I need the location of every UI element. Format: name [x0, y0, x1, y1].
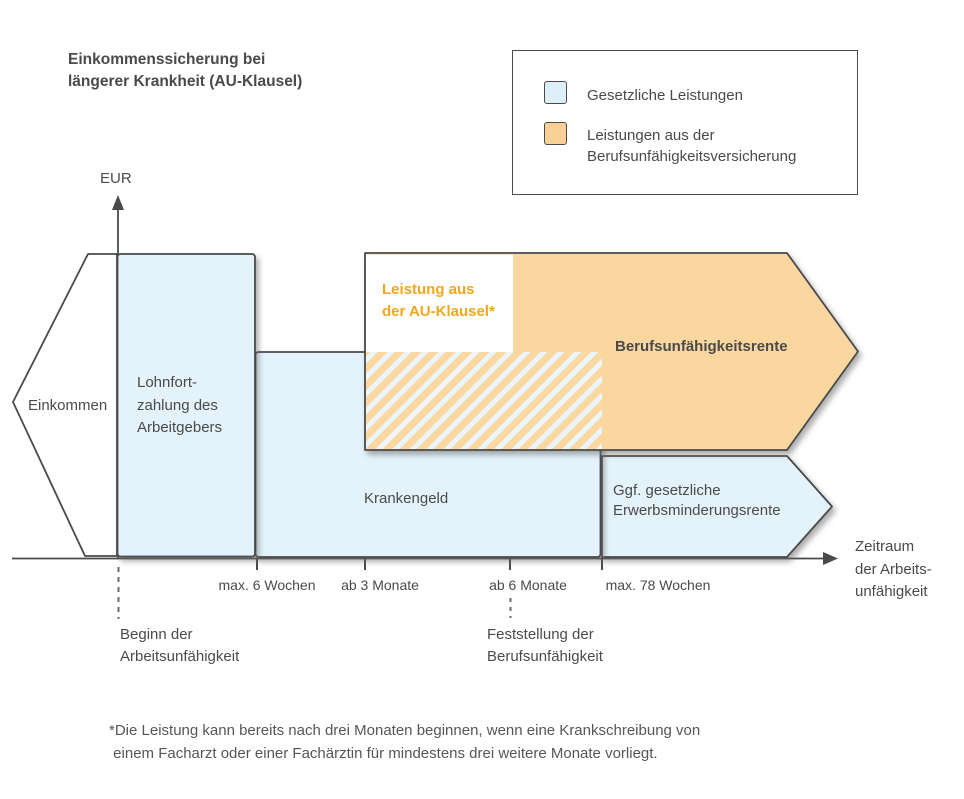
- einkommen-label: Einkommen: [28, 397, 108, 414]
- axis-ticks: [256, 559, 603, 570]
- y-axis-label: EUR: [100, 170, 132, 187]
- feststellung-annotation: Feststellung der Berufsunfähigkeit: [487, 626, 603, 665]
- legend-label-insurance: Leistungen aus der Berufsunfähigkeitsver…: [587, 127, 797, 165]
- berufsunfaehigkeitsrente-label: Berufsunfähigkeitsrente: [615, 338, 788, 355]
- erwerbsminderungsrente-label: Ggf. gesetzliche Erwerbsminderungsrente: [613, 482, 781, 519]
- legend-box: Gesetzliche Leistungen Leistungen aus de…: [512, 50, 858, 195]
- x-axis: [12, 552, 838, 565]
- berufsunfaehigkeitsrente-shape: [364, 252, 859, 451]
- legend-swatch-insurance: [544, 122, 567, 145]
- legend-swatch-statutory: [544, 81, 567, 104]
- erwerbsminderungsrente-shape: [601, 455, 833, 558]
- tick-label-6-monate: ab 6 Monate: [489, 577, 567, 593]
- krankengeld-label: Krankengeld: [364, 490, 449, 507]
- lohnfortzahlung-shape: [116, 253, 256, 558]
- tick-label-3-monate: ab 3 Monate: [341, 577, 419, 593]
- au-klausel-label: Leistung aus der AU-Klausel*: [382, 281, 495, 320]
- y-axis-arrowhead: [112, 195, 124, 210]
- au-klausel-white-zone: [366, 254, 513, 352]
- page-title: Einkommenssicherung bei längerer Krankhe…: [68, 51, 303, 90]
- x-axis-arrowhead: [823, 552, 838, 565]
- tick-label-78-wochen: max. 78 Wochen: [605, 577, 711, 593]
- legend-label-statutory: Gesetzliche Leistungen: [587, 87, 743, 104]
- tick-label-6-wochen: max. 6 Wochen: [218, 577, 316, 593]
- x-axis-label: Zeitraum der Arbeits- unfähigkeit: [855, 538, 932, 600]
- beginn-annotation: Beginn der Arbeitsunfähigkeit: [120, 626, 240, 665]
- footnote: *Die Leistung kann bereits nach drei Mon…: [109, 722, 701, 762]
- lohnfortzahlung-label: Lohnfort- zahlung des Arbeitgebers: [137, 374, 223, 436]
- au-klausel-hatched-zone: [366, 352, 602, 449]
